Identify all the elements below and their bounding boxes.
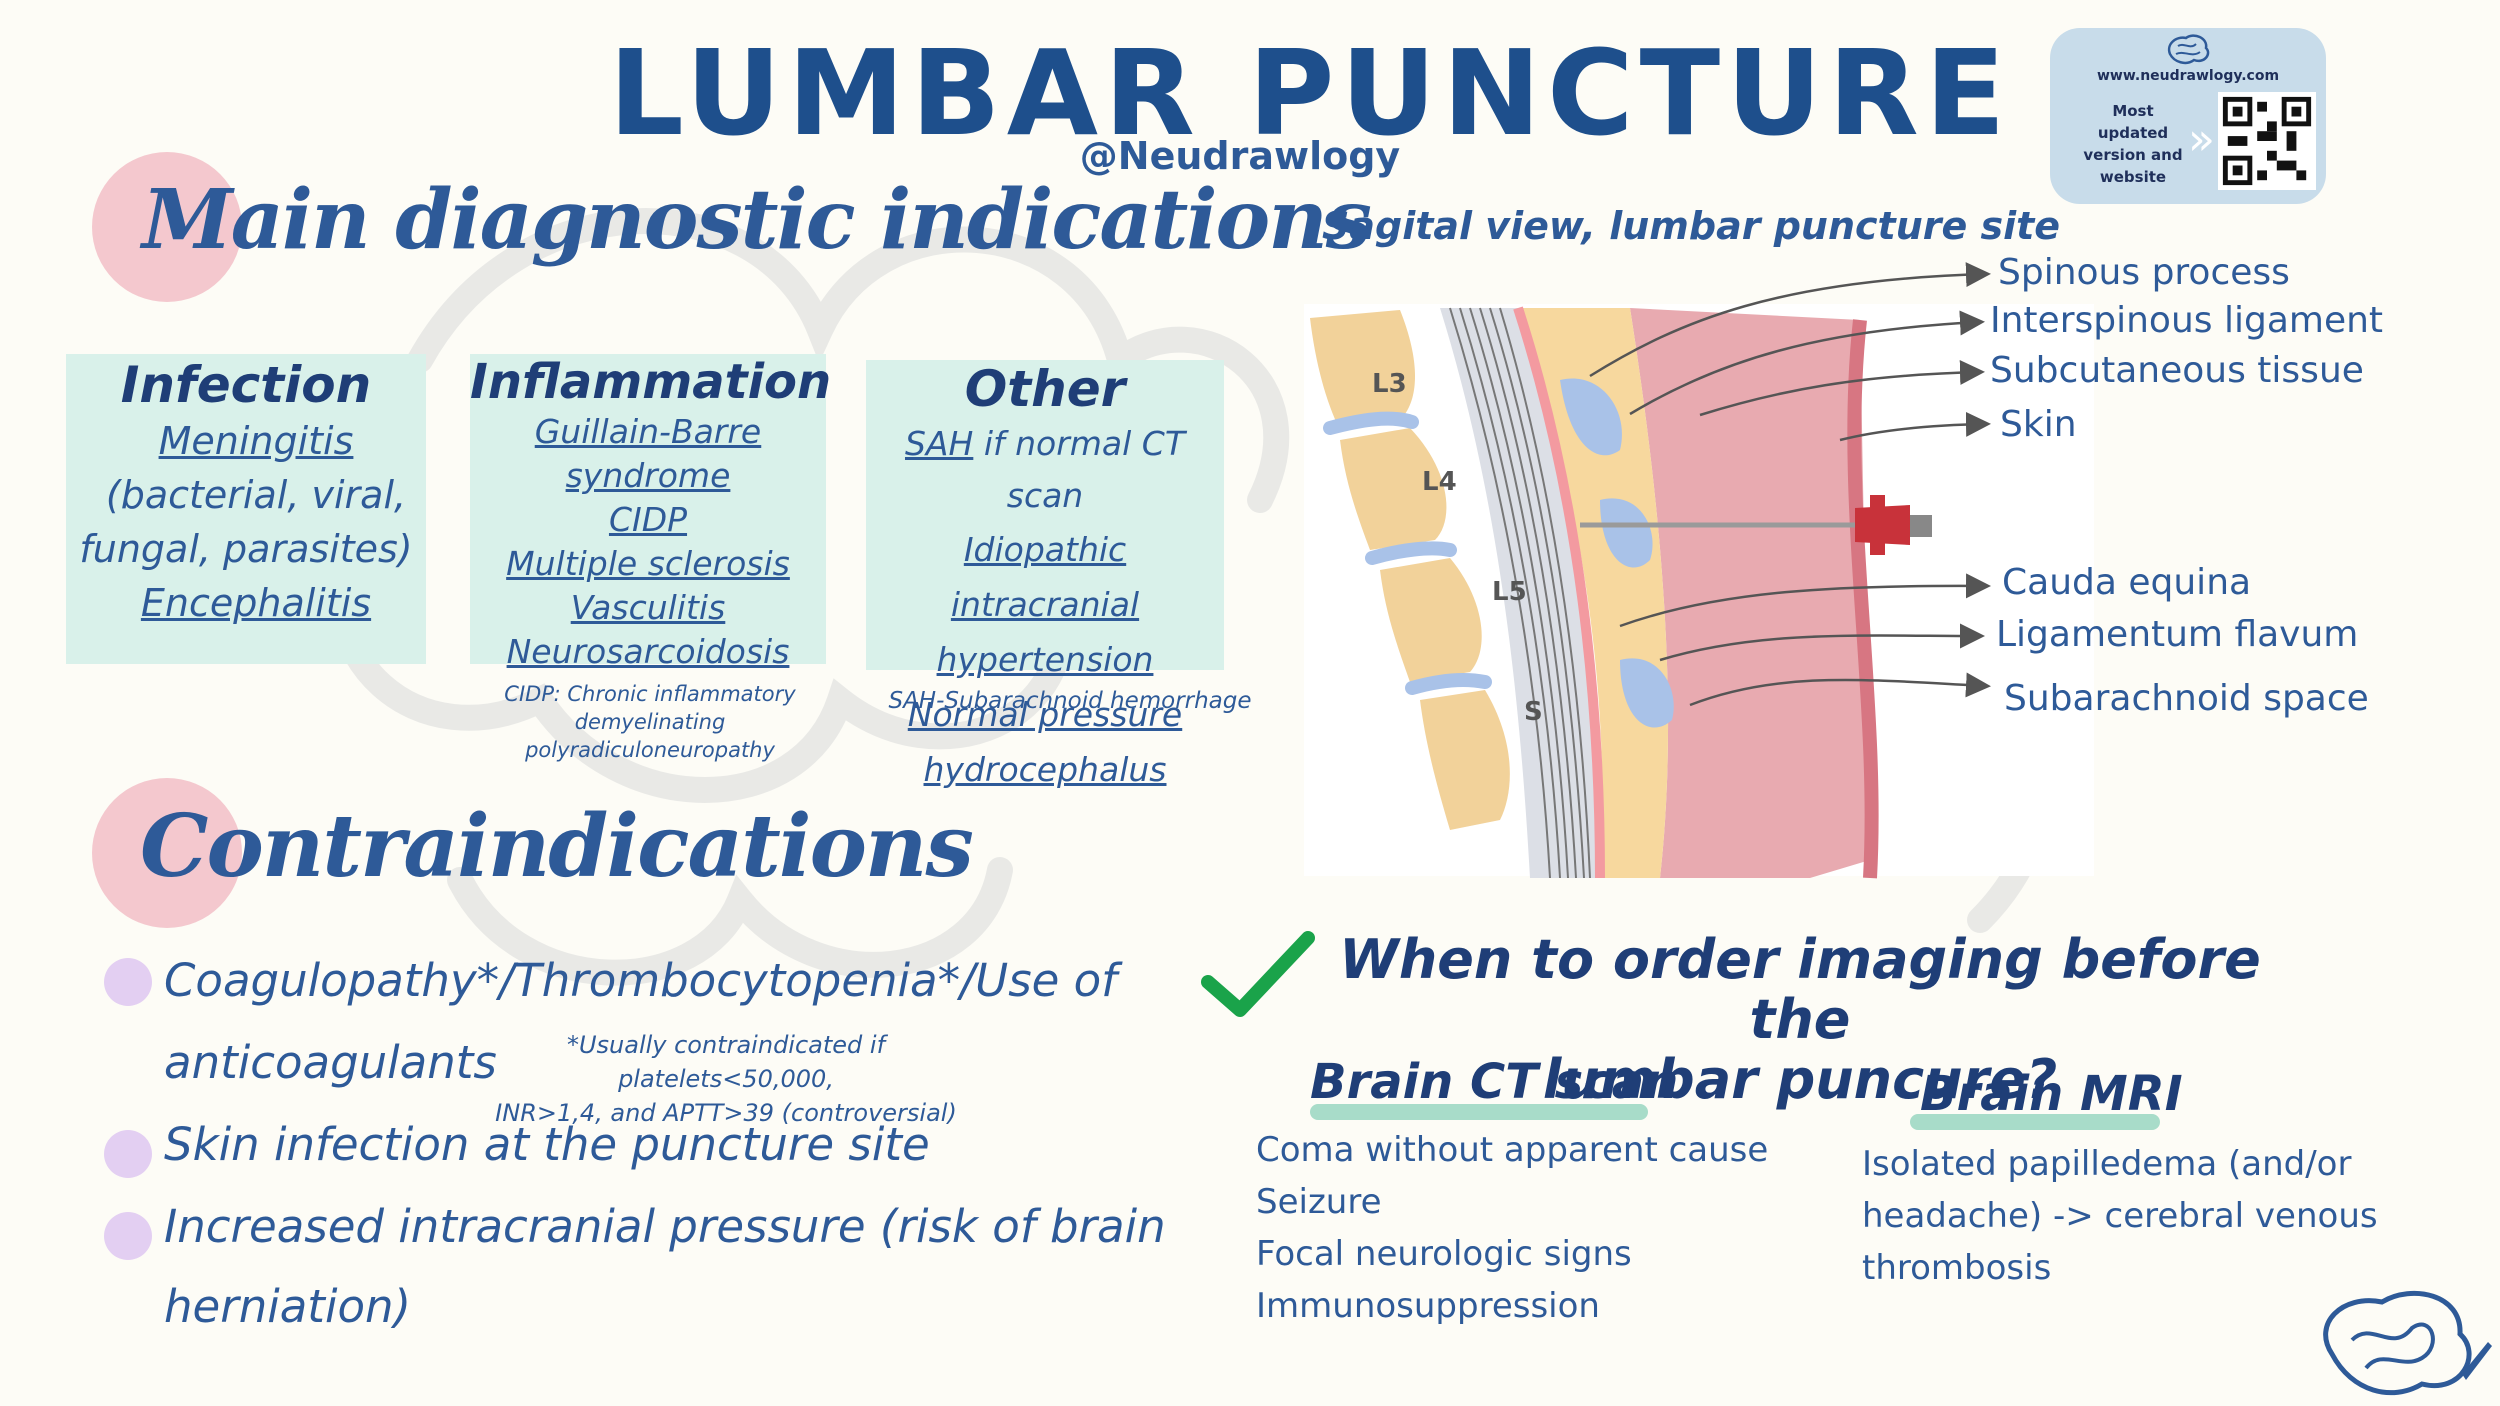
indication-item: Idiopathic intracranial (950, 530, 1140, 624)
spinal-needle-icon (1580, 495, 1932, 555)
brain-logo-icon (2167, 34, 2210, 65)
contraindications-heading: Contraindications (140, 796, 974, 897)
sah-footnote: SAH-Subarachnoid hemorrhage (888, 688, 1252, 714)
indication-sah: SAH if normal CT scan (904, 424, 1185, 515)
label-arrows (1589, 262, 1991, 707)
card-title: Other (964, 360, 1126, 418)
ct-indication: Coma without apparent cause (1256, 1130, 1769, 1170)
checkmark-icon (1201, 931, 1315, 1017)
vertebra-label: L5 (1492, 577, 1527, 607)
bullet-icon (104, 1130, 152, 1178)
page-title: LUMBAR PUNCTURE (608, 24, 2012, 162)
vertebra-label: S (1524, 697, 1543, 727)
indication-encephalitis: Encephalitis (140, 581, 372, 625)
mri-indication: thrombosis (1862, 1248, 2052, 1288)
bullet-icon (104, 958, 152, 1006)
card-title: Infection (120, 356, 372, 414)
label-cauda-equina: Cauda equina (2002, 562, 2252, 603)
spinous-processes (1518, 308, 1669, 878)
indication-item: hypertension (936, 640, 1154, 679)
indication-item: Neurosarcoidosis (506, 632, 790, 671)
platelet-footnote: *Usually contraindicated if platelets<50… (495, 1031, 957, 1127)
cidp-footnote: CIDP: Chronic inflammatory demyelinating… (504, 682, 796, 762)
diagram-caption: Sagital view, lumbar puncture site (1322, 204, 2061, 248)
contraindication-icp-cont: herniation) (164, 1280, 412, 1333)
indication-item: syndrome (565, 456, 731, 495)
indication-item: CIDP (608, 500, 688, 539)
dura (1513, 306, 1605, 879)
sacrum (1420, 690, 1510, 830)
cauda-equina-fibers (1449, 307, 1591, 879)
vertebra-L3 (1310, 310, 1415, 430)
indication-item: Vasculitis (570, 588, 726, 627)
label-interspinous-ligament: Interspinous ligament (1990, 300, 2384, 341)
ct-indication: Focal neurologic signs (1256, 1234, 1632, 1274)
label-skin: Skin (2000, 404, 2077, 445)
skin-layer (1847, 319, 1879, 879)
ct-indication: Immunosuppression (1256, 1286, 1600, 1326)
contraindication-skin-infection: Skin infection at the puncture site (164, 1118, 930, 1171)
lumbar-spine-diagram: L3 L4 L5 S (1304, 304, 2094, 879)
mri-title: Brain MRI (1920, 1066, 2183, 1122)
label-ligamentum-flavum: Ligamentum flavum (1996, 614, 2359, 655)
ct-indication: Seizure (1256, 1182, 1382, 1222)
contraindication-icp: Increased intracranial pressure (risk of… (164, 1200, 1166, 1253)
label-subcutaneous-tissue: Subcutaneous tissue (1990, 350, 2364, 391)
brain-pencil-logo-icon (2323, 1290, 2492, 1396)
indication-item: Guillain-Barre (534, 412, 762, 451)
bullet-icon (104, 1212, 152, 1260)
infection-card: Infection Meningitis (bacterial, viral, … (66, 354, 426, 664)
ct-highlight (1310, 1104, 1648, 1120)
indication-meningitis: Meningitis (158, 419, 354, 463)
vertebra-label: L4 (1422, 467, 1457, 497)
indication-item: Normal pressure (907, 695, 1183, 734)
ct-scan-title: Brain CT scan (1310, 1054, 1679, 1110)
heading-blob (92, 152, 242, 302)
mri-highlight (1910, 1114, 2160, 1130)
qr-code-icon[interactable] (2218, 92, 2316, 190)
mri-indication: headache) -> cerebral venous (1862, 1196, 2378, 1236)
indication-text: fungal, parasites) (79, 527, 413, 571)
heading-blob (92, 778, 242, 928)
contraindication-coagulopathy: Coagulopathy*/Thrombocytopenia*/Use of (164, 954, 1118, 1007)
double-chevron-icon: » (2188, 114, 2215, 165)
vertebra-label: L3 (1372, 369, 1407, 399)
vertebra-L5 (1380, 558, 1482, 682)
author-handle: @Neudrawlogy (1079, 134, 1401, 178)
label-spinous-process: Spinous process (1998, 252, 2290, 293)
subcutaneous-tissue (1630, 308, 1870, 878)
indication-item: Multiple sclerosis (506, 544, 790, 583)
card-title: Inflammation (470, 354, 832, 410)
label-subarachnoid-space: Subarachnoid space (2004, 678, 2369, 719)
indication-item: hydrocephalus (923, 750, 1167, 789)
website-url: www.neudrawlogy.com (2096, 68, 2280, 84)
inflammation-card: Inflammation Guillain-Barre syndrome CID… (470, 354, 832, 671)
vertebra-L4 (1340, 428, 1447, 550)
indications-heading: Main diagnostic indications (142, 172, 1372, 268)
spinal-canal (1440, 308, 1600, 878)
mri-indication: Isolated papilledema (and/or (1862, 1144, 2352, 1184)
other-card: Other SAH if normal CT scan Idiopathic i… (866, 360, 1224, 789)
indication-text: (bacterial, viral, (105, 473, 407, 517)
contraindication-coagulopathy-cont: anticoagulants (164, 1036, 497, 1089)
